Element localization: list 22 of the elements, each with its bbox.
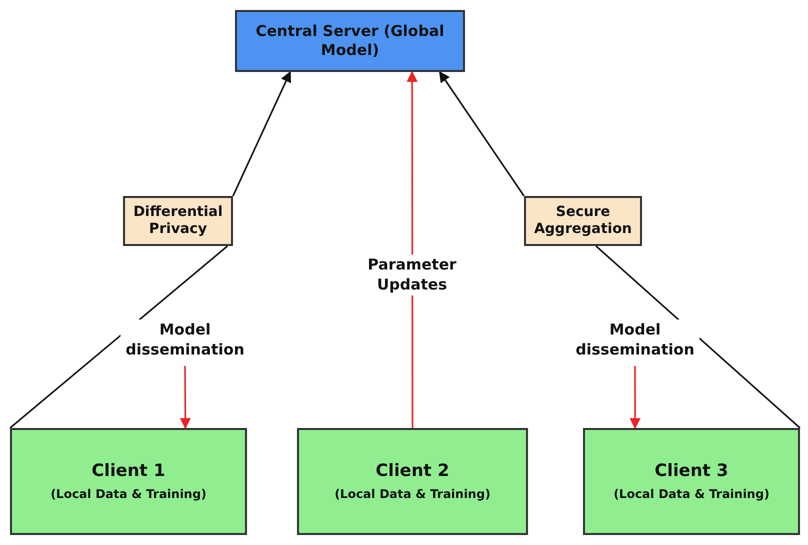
client-box <box>297 428 528 535</box>
node-subtitle: (Local Data & Training) <box>614 486 770 502</box>
process-box <box>524 196 642 246</box>
node-subtitle: (Local Data & Training) <box>334 486 490 502</box>
arrow <box>406 70 418 428</box>
client-box <box>10 428 247 535</box>
node-title: Differential Privacy <box>132 204 224 238</box>
arrow <box>180 366 191 430</box>
node-title: Secure Aggregation <box>533 204 633 238</box>
connector-line <box>9 245 228 429</box>
connector-line <box>595 245 801 429</box>
client-box <box>583 428 800 535</box>
node-subtitle: (Local Data & Training) <box>50 486 206 502</box>
arrow <box>439 71 525 196</box>
node-title: Client 1 <box>92 461 166 483</box>
node-title: Client 3 <box>654 461 728 483</box>
node-title: Client 2 <box>376 461 450 483</box>
node-title: Central Server (Global Model) <box>254 22 446 60</box>
arrow <box>232 71 292 196</box>
server-box <box>235 10 465 72</box>
arrow <box>630 366 641 430</box>
process-box <box>123 196 233 246</box>
